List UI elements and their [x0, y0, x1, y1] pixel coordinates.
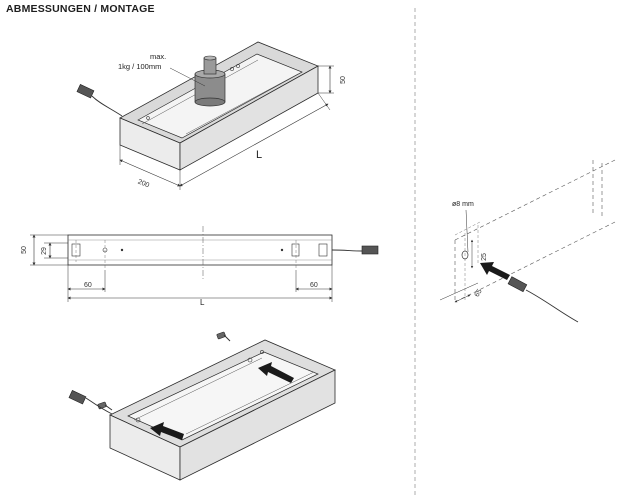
side-connector-icon: [361, 245, 379, 255]
install-connector-icon: [68, 390, 87, 405]
mount-connector-icon: [507, 276, 528, 293]
mounting-detail-view: ø8 mm 25 65: [439, 159, 616, 323]
side-inner-dim: 29: [41, 247, 48, 255]
page-title: ABMESSUNGEN / MONTAGE: [6, 3, 155, 15]
mount-vertical-dim: 25: [481, 253, 488, 261]
screw-icon: [216, 331, 231, 342]
side-profile-body: [67, 234, 333, 266]
iso-width-dim: 200: [137, 179, 151, 190]
iso-frame-view: max. 1kg / 100mm 50 L 200: [76, 41, 347, 190]
side-left-offset-dim: 60: [84, 282, 92, 289]
weight-label-load: 1kg / 100mm: [118, 62, 161, 71]
side-right-offset-dim: 60: [310, 282, 318, 289]
side-profile-view: 50 29 60 60 L: [21, 226, 379, 307]
weight-label-max: max.: [150, 52, 166, 61]
screw-icon: [97, 401, 113, 411]
iso-height-dim: 50: [340, 76, 347, 84]
side-total-height-dim: 50: [21, 246, 28, 254]
iso-length-dim: L: [256, 149, 262, 161]
insert-arrow-icon: [150, 422, 184, 440]
insert-arrow-icon: [480, 262, 510, 280]
mount-horizontal-dim: 65: [474, 288, 484, 298]
install-frame-view: [68, 331, 336, 481]
connector-plug-icon: [76, 84, 95, 99]
hole-diameter-label: ø8 mm: [452, 201, 474, 208]
side-length-dim: L: [200, 298, 205, 307]
insert-arrow-icon: [258, 362, 294, 383]
